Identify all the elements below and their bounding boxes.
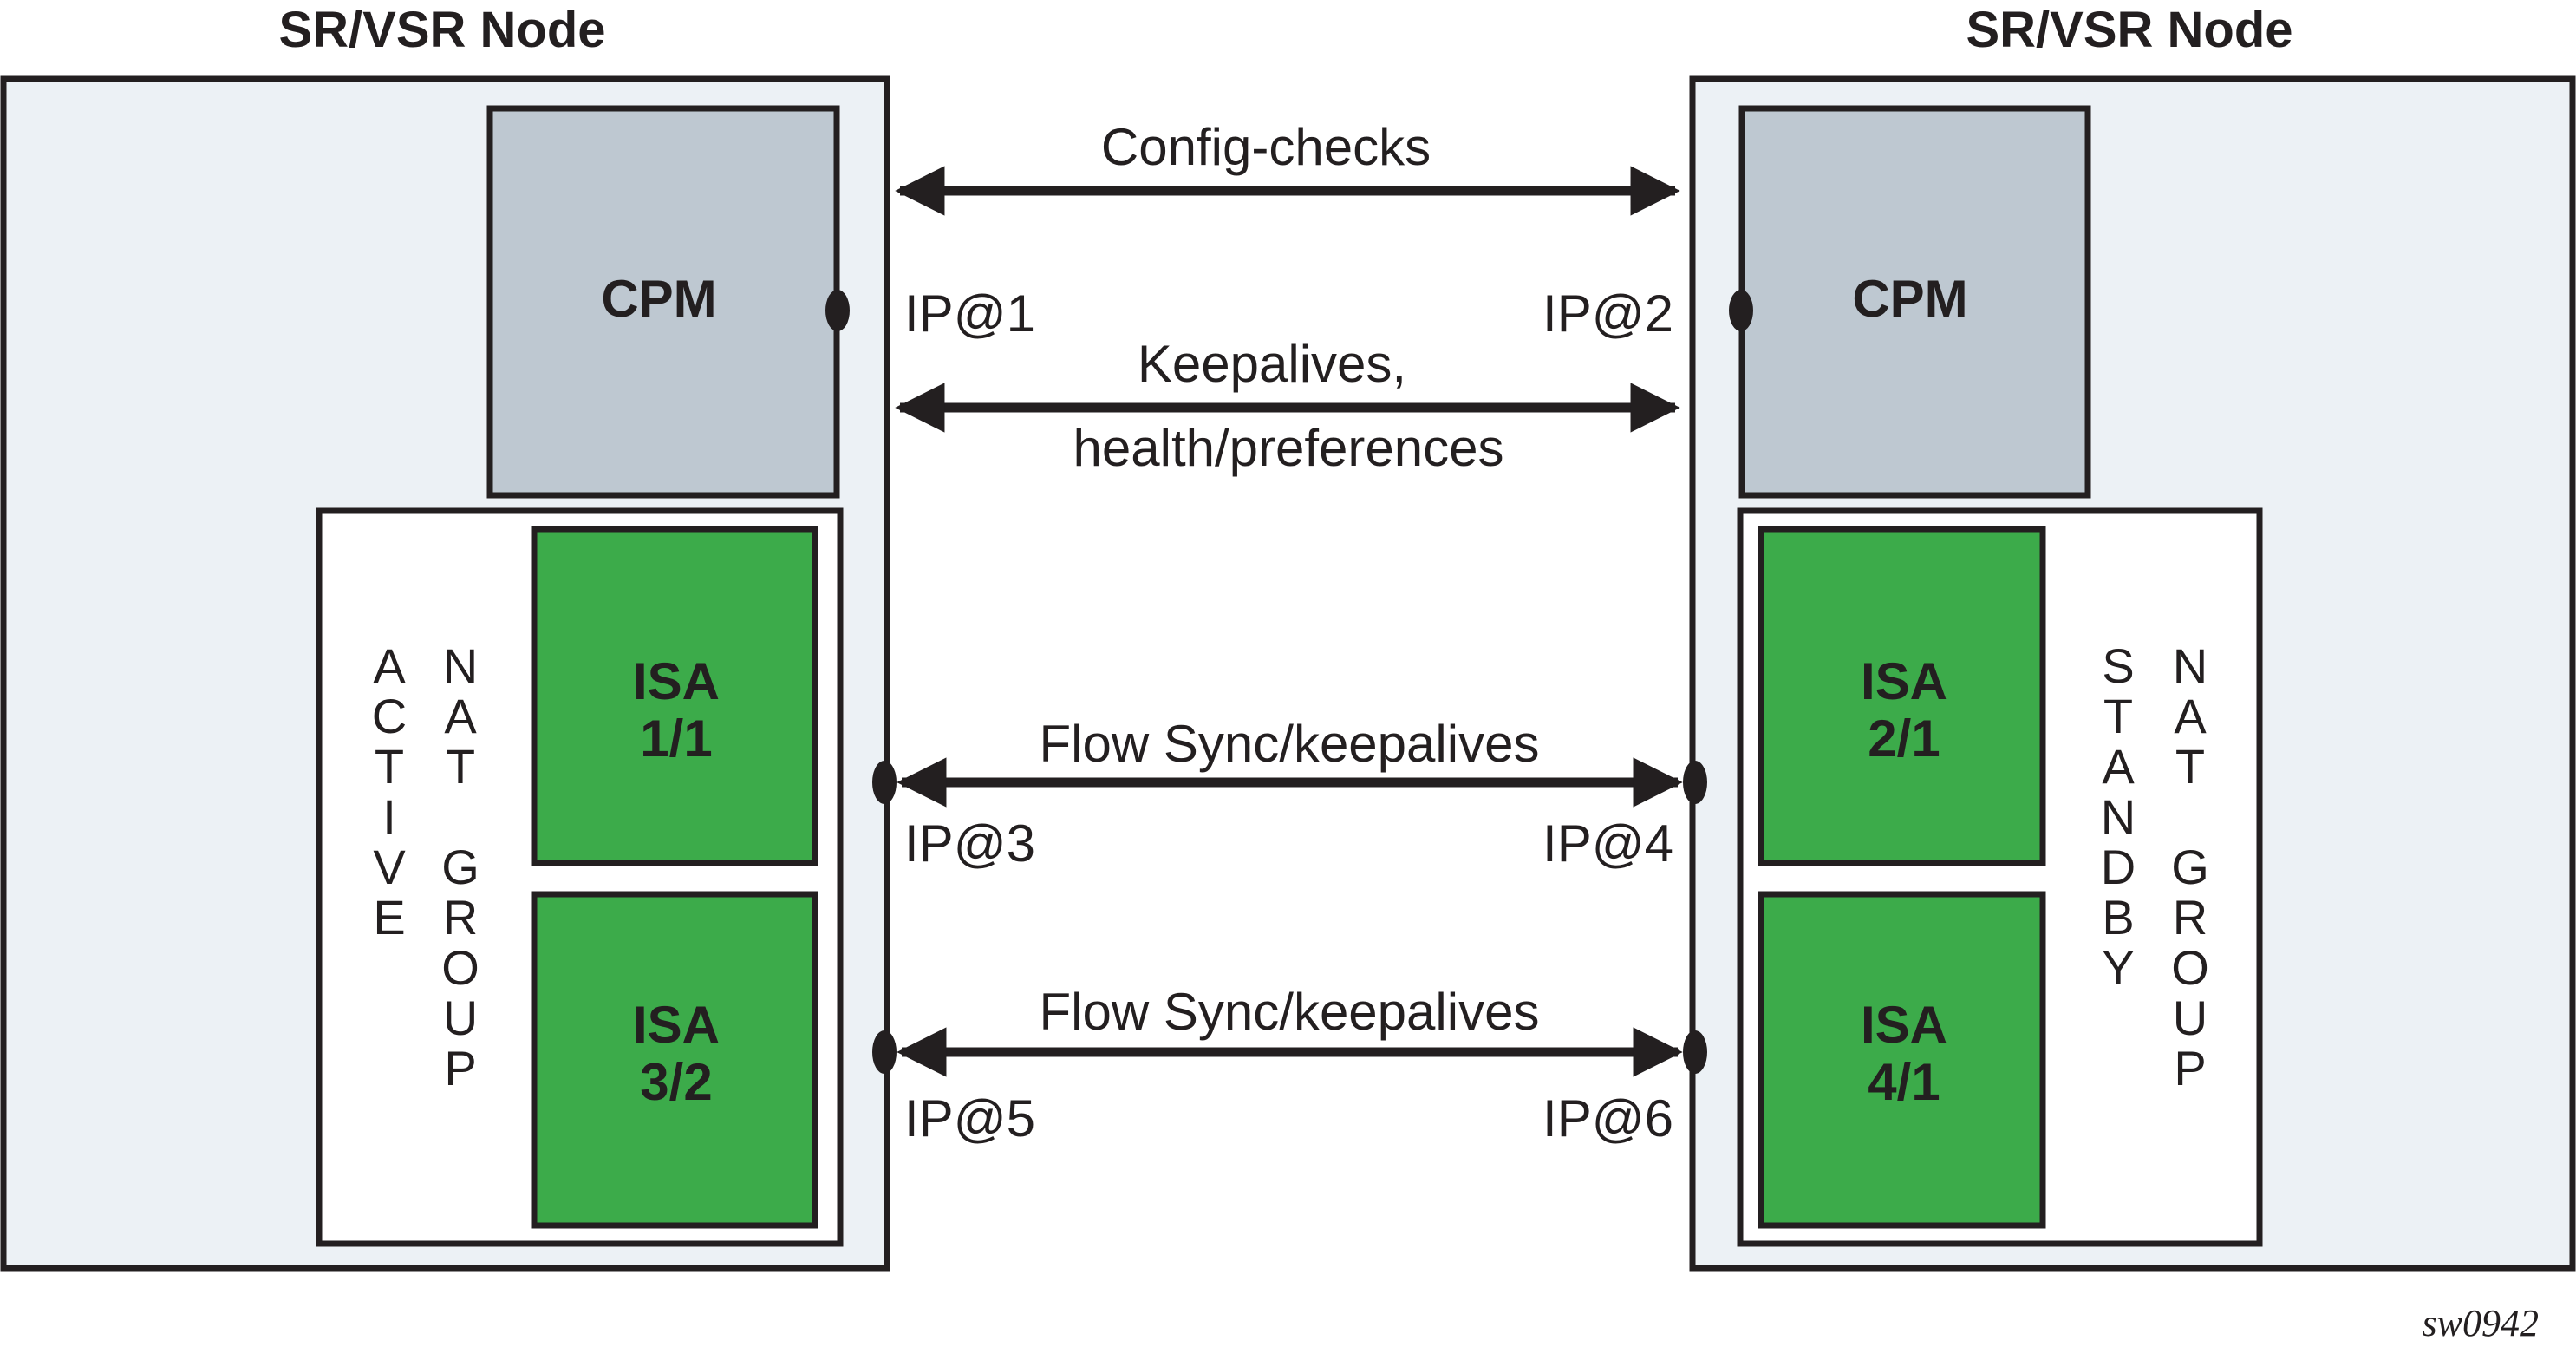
flow-sync-label: Flow Sync/keepalives [1040,715,1540,773]
isa-card-frame [1758,891,2046,1229]
vertical-label-letter: A [2174,689,2207,743]
isa-card-frame [1758,526,2046,866]
ip2-label: IP@2 [1542,284,1673,343]
ip-endpoint-dot-icon [872,761,897,804]
flow-sync-link-2: Flow Sync/keepalives IP@5 IP@6 [872,983,1707,1148]
isa-card-label: ISA [633,996,720,1054]
left-cpm-label: CPM [601,270,716,328]
vertical-label-letter: T [375,739,404,794]
vertical-label-letter: U [2173,991,2208,1045]
ip-endpoint-dot-icon [872,1030,897,1074]
vertical-label-letter: C [372,689,407,743]
vertical-label-letter: T [446,739,475,794]
vertical-label-letter: V [373,840,406,894]
keepalives-label: Keepalives, [1138,335,1406,393]
vertical-label-letter: Y [2102,940,2134,995]
vertical-label-letter: I [382,789,396,844]
isa-card: ISA 4/1 [1758,891,2046,1229]
flow-sync-label: Flow Sync/keepalives [1040,983,1540,1041]
vertical-label-letter: N [2173,638,2208,693]
vertical-label-letter: B [2102,890,2134,945]
ip1-label: IP@1 [904,284,1035,343]
ip6-label: IP@6 [1542,1089,1673,1148]
left-node-title: SR/VSR Node [278,2,605,58]
vertical-label-letter: P [2174,1041,2206,1095]
flow-sync-link-1: Flow Sync/keepalives IP@3 IP@4 [872,715,1707,873]
right-cpm-card [1738,105,2091,499]
isa-card: ISA 3/2 [531,891,818,1229]
vertical-label-letter: A [444,689,477,743]
vertical-label-letter: D [2101,840,2136,894]
vertical-label-letter: O [441,940,479,995]
isa-card-label: ISA [633,652,720,710]
isa-card-slot: 2/1 [1868,709,1940,768]
vertical-label-letter: T [2175,739,2205,794]
isa-card: ISA 2/1 [1758,526,2046,866]
vertical-label-letter: R [2173,890,2208,945]
ip-endpoint-dot-icon [1683,1030,1707,1074]
vertical-label-letter: T [2103,689,2133,743]
vertical-label-letter: P [444,1041,476,1095]
isa-card-label: ISA [1861,652,1947,710]
right-cpm-label: CPM [1852,270,1967,328]
config-checks-link: Config-checks [895,118,1680,216]
isa-card-frame [531,891,818,1229]
vertical-label-letter: N [2101,789,2136,844]
left-cpm: CPM [486,105,840,499]
health-preferences-label: health/preferences [1073,419,1504,477]
vertical-label-letter: U [443,991,478,1045]
ip4-label: IP@4 [1542,814,1673,873]
vertical-label-letter: G [2171,840,2209,894]
ip-endpoint-dot-icon [825,290,850,331]
vertical-label-letter: S [2102,638,2134,693]
figure-id: sw0942 [2423,1302,2539,1344]
config-checks-label: Config-checks [1101,118,1431,176]
isa-card-slot: 3/2 [640,1053,712,1111]
isa-card-label: ISA [1861,996,1947,1054]
ip-endpoint-dot-icon [1729,290,1753,331]
isa-card-slot: 4/1 [1868,1053,1940,1111]
ip5-label: IP@5 [904,1089,1035,1148]
vertical-label-letter: G [441,840,479,894]
vertical-label-letter: O [2171,940,2209,995]
vertical-label-letter: R [443,890,478,945]
right-node-title: SR/VSR Node [1966,2,2292,58]
vertical-label-letter: A [2102,739,2135,794]
isa-card-slot: 1/1 [640,709,712,768]
right-cpm: CPM [1738,105,2091,499]
vertical-label-letter: E [373,890,405,945]
cpm-keepalive-link: IP@1 IP@2 Keepalives, health/preferences [825,284,1753,477]
ip-endpoint-dot-icon [1683,761,1707,804]
left-cpm-card [486,105,840,499]
ip3-label: IP@3 [904,814,1035,873]
isa-card: ISA 1/1 [531,526,818,866]
vertical-label-letter: A [373,638,406,693]
isa-card-frame [531,526,818,866]
vertical-label-letter: N [443,638,478,693]
